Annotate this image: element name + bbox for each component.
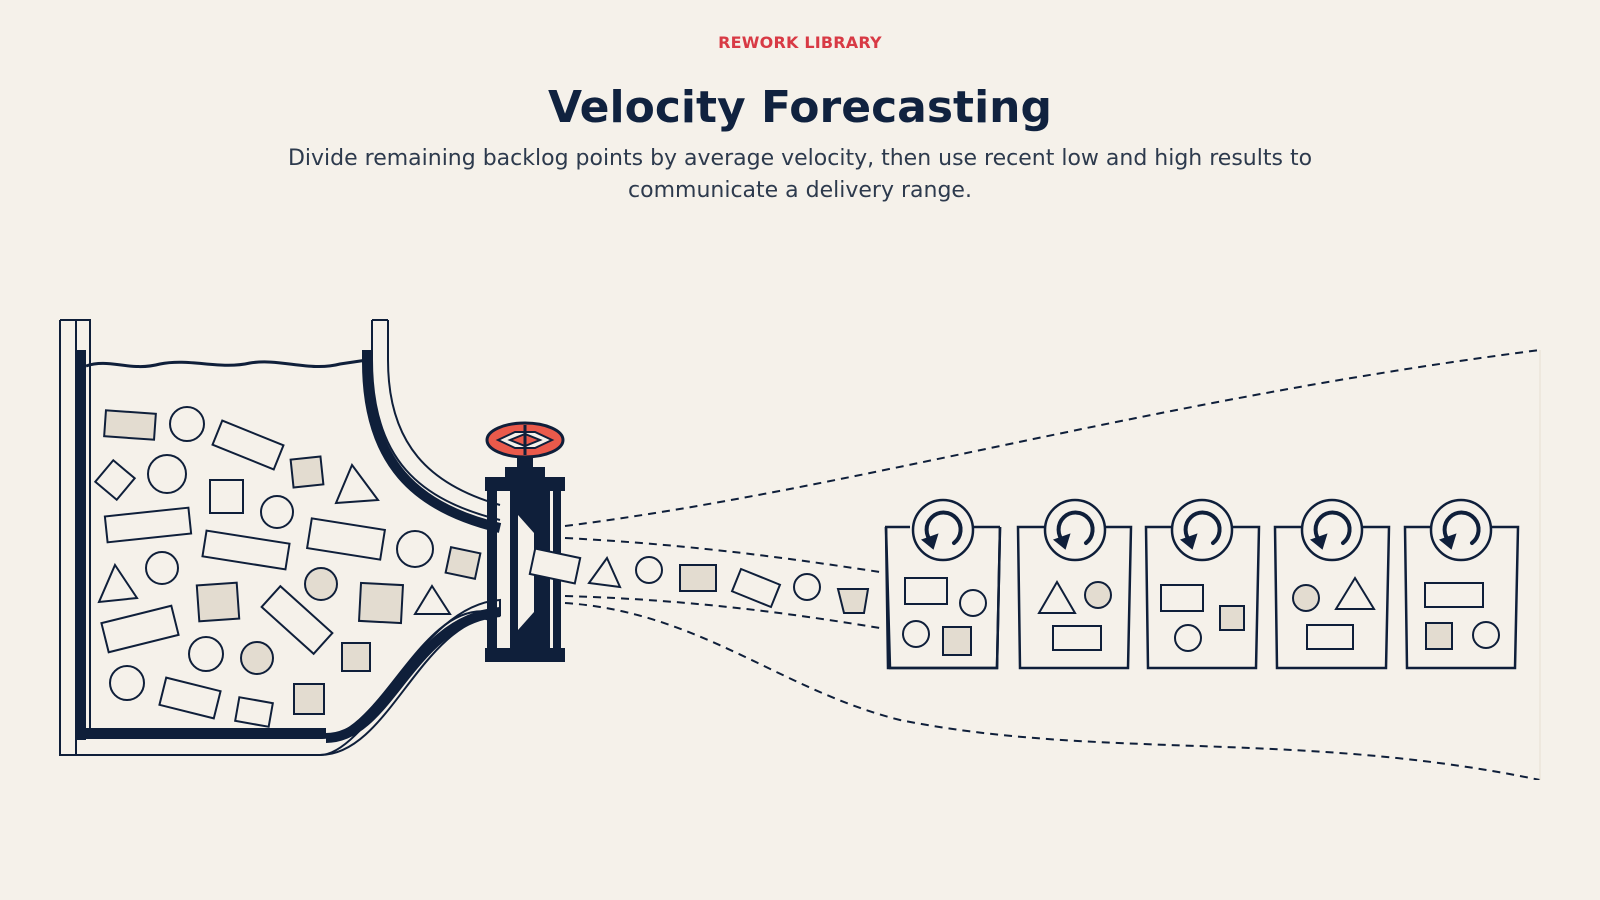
backlog-items	[93, 406, 482, 728]
sprint-bucket-3	[1144, 498, 1261, 670]
sprint-bucket-4	[1273, 498, 1391, 670]
sprint-bucket-1	[884, 498, 1002, 670]
sprint-bucket-5	[1403, 498, 1520, 670]
eyebrow-label: REWORK LIBRARY	[718, 33, 882, 52]
forecast-cone	[564, 349, 1541, 780]
flowing-items	[528, 547, 870, 614]
velocity-forecast-illustration	[59, 319, 1541, 780]
valve-icon	[485, 421, 565, 662]
page-title: Velocity Forecasting	[548, 82, 1052, 133]
page-subtitle: Divide remaining backlog points by avera…	[287, 146, 1313, 203]
sprint-bucket-2	[1016, 498, 1133, 670]
